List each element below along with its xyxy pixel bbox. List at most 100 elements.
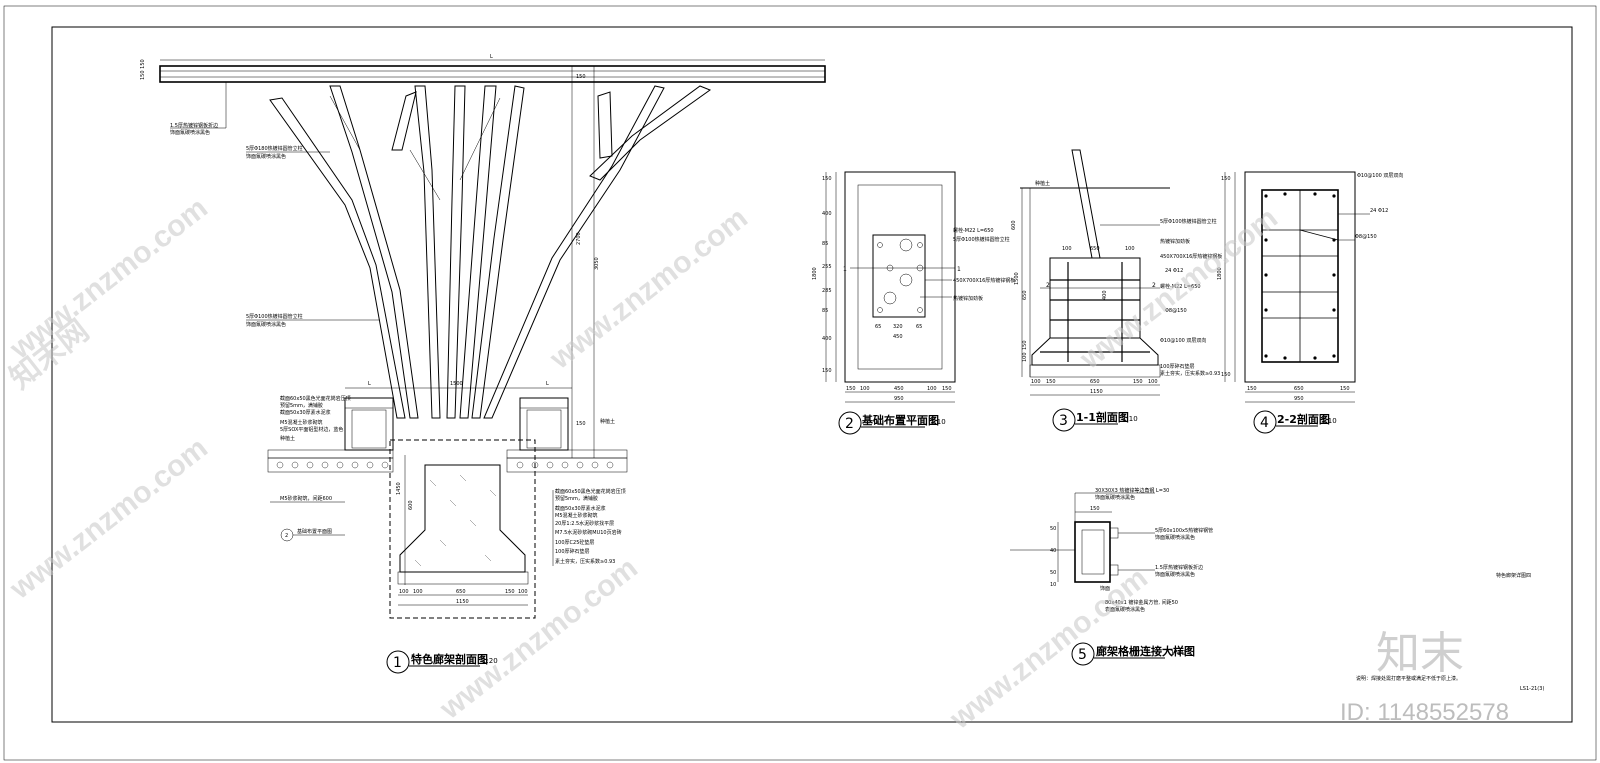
svg-text:150: 150: [1046, 379, 1056, 385]
svg-text:2: 2: [1152, 282, 1156, 289]
svg-text:100厚碎石垫层: 100厚碎石垫层: [555, 548, 590, 555]
svg-text:饰面氟碳喷涂黑色: 饰面氟碳喷涂黑色: [246, 153, 286, 160]
svg-text:100: 100: [860, 386, 870, 392]
svg-text:基础布置平面图: 基础布置平面图: [297, 528, 332, 535]
svg-text:100: 100: [399, 589, 409, 595]
outer-frame: [3, 5, 1597, 761]
svg-text:100: 100: [413, 589, 423, 595]
svg-text:5厚Φ100热镀锌圆管立柱: 5厚Φ100热镀锌圆管立柱: [1160, 218, 1217, 225]
svg-text:L: L: [368, 381, 371, 387]
svg-text:热镀锌加劲板: 热镀锌加劲板: [1160, 238, 1190, 245]
sheet-note: 说明：焊接处需打磨平整或满足不低于原上漆。: [1356, 675, 1461, 682]
svg-text:饰面氟碳喷涂黑色: 饰面氟碳喷涂黑色: [1155, 534, 1195, 541]
svg-text:截面50x30厚素水泥浆: 截面50x30厚素水泥浆: [555, 505, 606, 512]
svg-text:650: 650: [1090, 246, 1100, 252]
view-title-4: 4 2-2剖面图 1:10: [1253, 410, 1337, 434]
svg-text:5厚Φ100热镀锌圆管立柱: 5厚Φ100热镀锌圆管立柱: [953, 236, 1010, 243]
svg-text:饰面: 饰面: [1100, 585, 1110, 592]
svg-text:螺栓-M22 L=650: 螺栓-M22 L=650: [1160, 283, 1201, 290]
svg-text:150: 150: [822, 176, 832, 182]
svg-text:1:10: 1:10: [930, 418, 946, 426]
svg-text:10: 10: [1050, 582, 1056, 588]
svg-text:热镀锌加劲板: 热镀锌加劲板: [953, 295, 983, 302]
svg-text:100: 100: [1022, 352, 1028, 362]
watermarks: www.znzmo.com 知末网 www.znzmo.com www.znzm…: [3, 191, 1509, 736]
svg-text:饰面氟碳喷涂黑色: 饰面氟碳喷涂黑色: [1095, 494, 1135, 501]
svg-text:3: 3: [1059, 413, 1068, 429]
svg-text:2: 2: [845, 416, 854, 432]
gravel-pattern: [276, 461, 614, 469]
svg-text:L: L: [546, 381, 549, 387]
svg-text:600: 600: [1011, 220, 1017, 230]
svg-text:50: 50: [1050, 570, 1056, 576]
svg-text:5: 5: [1078, 647, 1087, 663]
watermark-site-2: www.znzmo.com: [543, 201, 754, 376]
svg-text:2: 2: [285, 533, 288, 539]
svg-text:表面氟碳喷涂黑色: 表面氟碳喷涂黑色: [1105, 606, 1145, 613]
svg-text:950: 950: [1294, 396, 1304, 402]
svg-text:特色廊架剖面图: 特色廊架剖面图: [411, 652, 488, 666]
svg-text:100: 100: [1031, 379, 1041, 385]
svg-text:150: 150: [942, 386, 952, 392]
svg-text:100: 100: [1125, 246, 1135, 252]
view-title-3: 3 1-1剖面图 1:10: [1052, 408, 1138, 432]
svg-text:150: 150: [576, 74, 586, 80]
svg-text:1: 1: [843, 266, 847, 273]
svg-text:400: 400: [1102, 290, 1108, 300]
view1-annotations-top: 1.5厚热镀锌钢板折边 饰面氟碳喷涂黑色 5厚Φ180热镀锌圆管立柱 饰面氟碳喷…: [170, 82, 380, 328]
svg-text:150: 150: [1221, 372, 1231, 378]
svg-text:基础布置平面图: 基础布置平面图: [861, 413, 939, 427]
svg-text:廊架格栅连接大样图: 廊架格栅连接大样图: [1096, 644, 1195, 658]
svg-text:3050: 3050: [594, 257, 600, 270]
svg-text:饰面氟碳喷涂黑色: 饰面氟碳喷涂黑色: [1155, 571, 1195, 578]
svg-text:150: 150: [1340, 386, 1350, 392]
svg-text:1500: 1500: [1014, 272, 1020, 285]
svg-text:1: 1: [393, 655, 402, 671]
svg-text:255: 255: [822, 264, 832, 270]
svg-text:320: 320: [893, 324, 903, 330]
svg-text:650: 650: [1090, 379, 1100, 385]
svg-text:M5混凝土砂浆砌筑: M5混凝土砂浆砌筑: [555, 512, 598, 519]
svg-text:截面50x30厚素水泥浆: 截面50x30厚素水泥浆: [280, 409, 331, 416]
svg-text:100厚碎石垫层: 100厚碎石垫层: [1160, 363, 1195, 370]
svg-text:1: 1: [957, 266, 961, 273]
foundation-boundary: [389, 439, 536, 619]
watermark-site-1: www.znzmo.com: [3, 191, 214, 366]
svg-text:截面60x50黑色光面花岗岩压顶: 截面60x50黑色光面花岗岩压顶: [280, 395, 351, 402]
foundation-concrete: [399, 464, 526, 573]
svg-text:150: 150: [576, 421, 586, 427]
svg-text:4: 4: [1260, 415, 1269, 431]
view5-grille-detail: 30X30X3 热镀锌等边角钢 L=30 饰面氟碳喷涂黑色 150 50 40 …: [1010, 487, 1213, 613]
svg-text:450X700X16厚热镀锌钢板: 450X700X16厚热镀锌钢板: [1160, 253, 1222, 260]
svg-text:100厚C25砼垫层: 100厚C25砼垫层: [555, 539, 594, 546]
svg-text:450: 450: [893, 334, 903, 340]
svg-text:1.5厚热镀锌钢板折边: 1.5厚热镀锌钢板折边: [1155, 564, 1203, 571]
watermark-site-4: www.znzmo.com: [3, 431, 214, 606]
svg-text:5厚Φ100热镀锌圆管立柱: 5厚Φ100热镀锌圆管立柱: [246, 313, 303, 320]
watermark-id: ID: 1148552578: [1340, 699, 1509, 726]
svg-text:150: 150: [822, 368, 832, 374]
view4-section-2-2: 150 1800 150 150 650 150 950 Φ10@100 双层双…: [1217, 171, 1403, 403]
svg-text:650: 650: [1294, 386, 1304, 392]
view3-section-1-1: 2 2 600 1500 650 150 100 100 650 100 400…: [1011, 149, 1222, 396]
svg-text:Φ8@150: Φ8@150: [1355, 234, 1377, 240]
svg-text:285: 285: [822, 288, 832, 294]
svg-text:100: 100: [927, 386, 937, 392]
svg-text:1-1剖面图: 1-1剖面图: [1076, 410, 1129, 424]
dim-top-l: L: [490, 54, 493, 60]
svg-text:150: 150: [1022, 340, 1028, 350]
svg-text:M7.5水泥砂浆砌MU10页岩砖: M7.5水泥砂浆砌MU10页岩砖: [555, 529, 622, 536]
view1-annotations-side: 截面60x50黑色光面花岗岩压顶 预留5mm，满铺胶 截面50x30厚素水泥浆 …: [270, 395, 626, 566]
view-title-5: 5 廊架格栅连接大样图 1:10: [1071, 642, 1195, 666]
svg-text:螺栓-M22 L=650: 螺栓-M22 L=650: [953, 227, 994, 234]
drawing-code: LS1-21(3): [1520, 686, 1544, 692]
svg-text:Φ10@100 双层双向: Φ10@100 双层双向: [1357, 172, 1403, 179]
inner-frame: [51, 26, 1573, 723]
svg-text:100: 100: [1148, 379, 1158, 385]
svg-text:150: 150: [846, 386, 856, 392]
svg-text:5厚SOX平面铝型材边，蓝色: 5厚SOX平面铝型材边，蓝色: [280, 426, 343, 433]
svg-text:预留5mm，满铺胶: 预留5mm，满铺胶: [280, 402, 323, 409]
svg-text:650: 650: [1022, 290, 1028, 300]
svg-text:素土夯实，压实系数≥0.93: 素土夯实，压实系数≥0.93: [555, 558, 615, 565]
